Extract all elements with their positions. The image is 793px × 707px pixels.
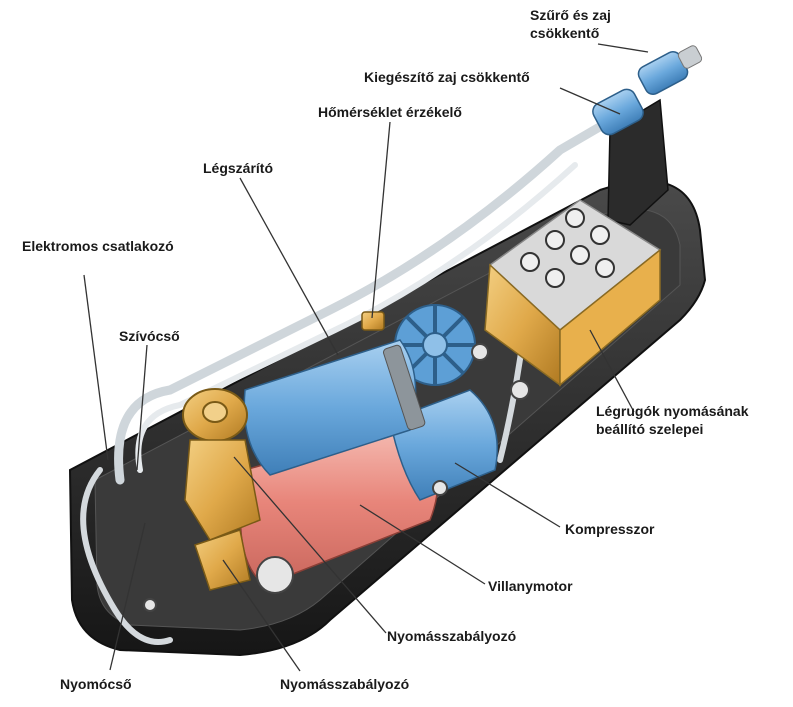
extra-silencer-body <box>592 88 644 136</box>
leader-air-dryer <box>239 177 339 356</box>
leader-pressure-pipe <box>109 522 146 671</box>
leader-valve-block <box>589 329 635 413</box>
filter-silencer-cap <box>677 45 703 69</box>
label-valve-block-line1: Légrugók nyomásának <box>596 403 749 419</box>
pipe-main <box>114 110 625 485</box>
pipe-lower <box>80 467 173 645</box>
label-intake-pipe: Szívócső <box>119 328 180 344</box>
leader-intake-pipe <box>136 344 148 471</box>
label-pressure-pipe: Nyomócső <box>60 676 132 692</box>
label-filter-silencer-line1: Szűrő és zaj <box>530 7 611 23</box>
leader-electrical-connector <box>83 274 109 461</box>
bracket <box>607 98 669 226</box>
leader-lines <box>83 43 649 672</box>
temp-sensor <box>361 311 385 331</box>
valve-block-front <box>559 248 661 387</box>
label-electric-motor: Villanymotor <box>488 578 573 594</box>
label-extra-silencer: Kiegészítő zaj csökkentő <box>364 69 530 85</box>
leader-pressure-regulator-right <box>233 456 387 634</box>
leader-electric-motor <box>359 504 486 585</box>
label-pressure-regulator-bottom: Nyomásszabályozó <box>280 676 410 692</box>
label-compressor: Kompresszor <box>565 521 655 537</box>
label-pressure-regulator-right: Nyomásszabályozó <box>387 628 517 644</box>
bolts <box>143 343 530 612</box>
label-temp-sensor: Hőmérséklet érzékelő <box>318 104 462 120</box>
dryer-band <box>383 344 426 431</box>
label-air-dryer: Légszárító <box>203 160 274 176</box>
label-filter-silencer: Szűrő és zaj csökkentő <box>530 6 611 42</box>
label-filter-silencer-line2: csökkentő <box>530 25 600 41</box>
fan-head <box>394 304 476 386</box>
label-valve-block: Légrugók nyomásának beállító szelepei <box>596 402 749 438</box>
leader-compressor <box>454 462 561 528</box>
valve-nuts <box>520 208 615 288</box>
leader-filter-silencer <box>597 43 649 53</box>
label-valve-block-line2: beállító szelepei <box>596 421 704 437</box>
label-electrical-connector: Elektromos csatlakozó <box>22 238 174 254</box>
leader-temp-sensor <box>371 121 391 319</box>
leader-pressure-regulator-bottom <box>222 559 301 672</box>
leader-extra-silencer <box>559 87 621 115</box>
